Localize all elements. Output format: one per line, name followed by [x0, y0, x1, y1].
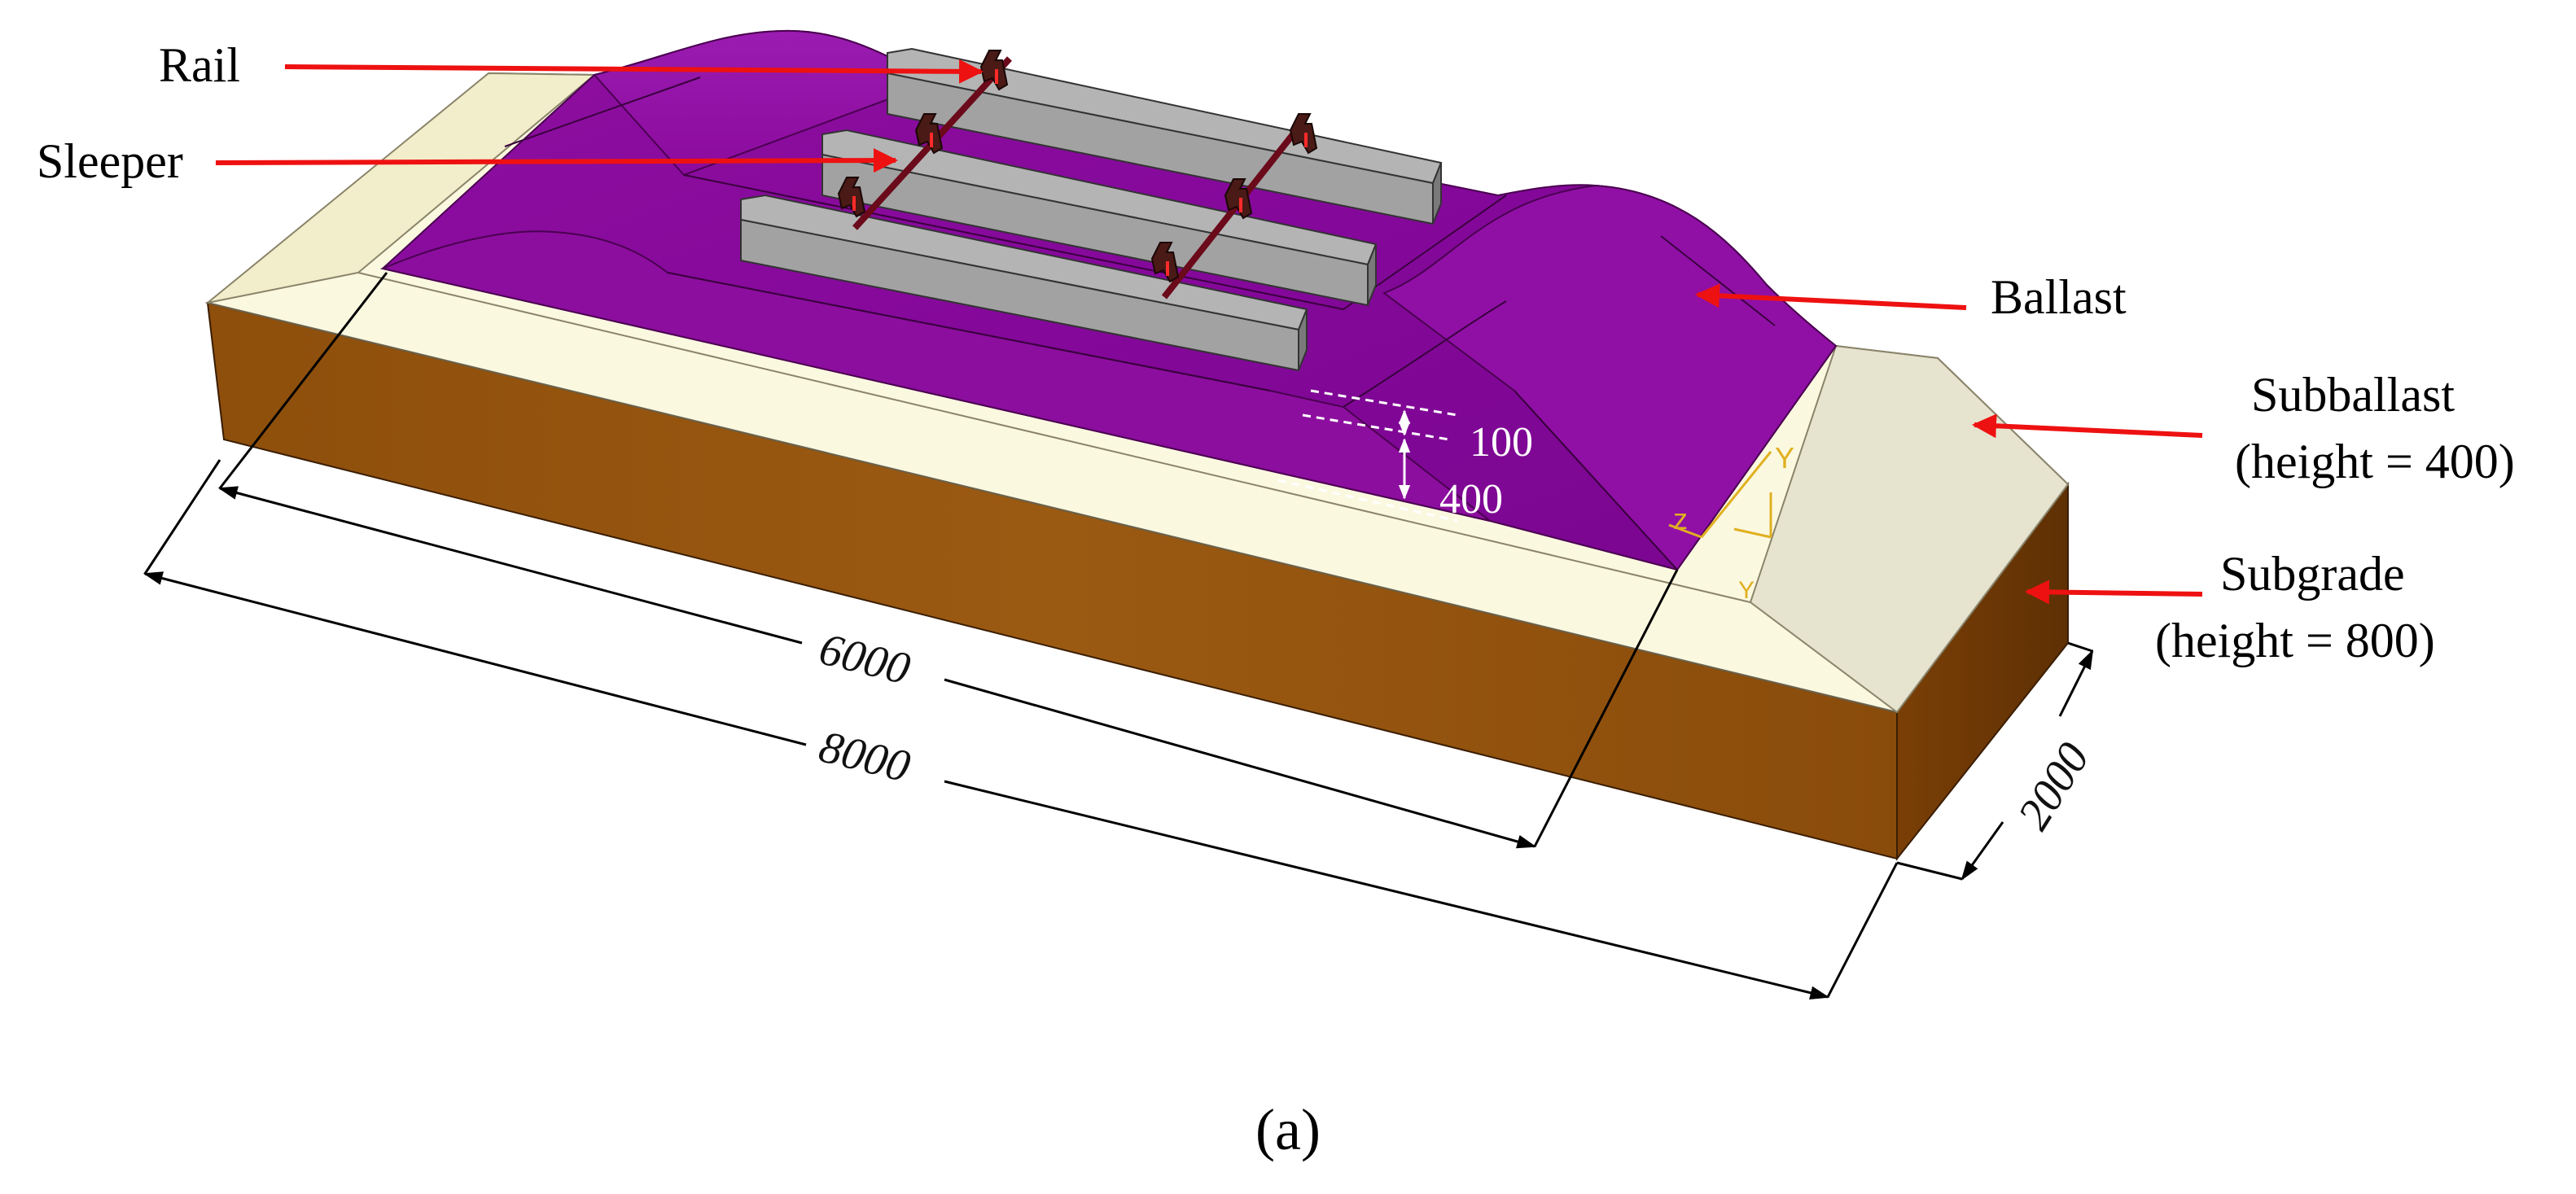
layer-height-dimensions: 100 400	[1277, 389, 1533, 523]
axis-y-label: Y	[1775, 441, 1794, 475]
dim-8000-line-a	[142, 571, 807, 746]
ballast-front-mound	[379, 230, 1491, 522]
ballast-arrow	[1695, 283, 1967, 310]
rail-fastener	[837, 177, 866, 218]
dim-8000-line-b	[944, 780, 1830, 1000]
rail-fastener	[914, 113, 944, 155]
rail-fastener	[1224, 178, 1253, 220]
rail-arrow	[284, 59, 984, 84]
dim-100-label: 100	[1470, 419, 1533, 466]
ballast-right-mound	[1382, 184, 1838, 571]
rail-label: Rail	[159, 38, 240, 92]
axis-z-label: z	[1673, 502, 1688, 536]
figure-caption: (a)	[1255, 1097, 1321, 1162]
dim-6000-line-a	[217, 486, 803, 645]
dim-6000-label: 6000	[814, 623, 915, 694]
sleepers	[740, 47, 1443, 372]
sleeper-1	[885, 47, 1443, 225]
dim-2000-line-b	[2058, 649, 2094, 717]
subgrade-label: Subgrade	[2220, 547, 2405, 601]
sleeper-arrow	[215, 148, 898, 173]
sleeper-label: Sleeper	[37, 134, 183, 188]
subballast-height-label: (height = 400)	[2235, 435, 2515, 488]
dim-2000-label: 2000	[2009, 734, 2100, 838]
rail-fastener	[979, 50, 1009, 91]
coordinate-axes-icon: z Y Y	[1668, 441, 1794, 604]
sleeper-2	[821, 129, 1378, 307]
subballast-arrow	[1972, 413, 2203, 439]
label-arrows	[215, 59, 2203, 605]
subballast-label: Subballast	[2251, 368, 2455, 422]
rail-right	[1161, 120, 1306, 300]
dim-8000-label: 8000	[814, 721, 915, 792]
dim-2000-line-a	[1960, 821, 2004, 881]
subgrade-arrow	[2025, 580, 2203, 605]
subgrade-height-label: (height = 800)	[2155, 614, 2435, 667]
length-dimensions	[142, 272, 2094, 1000]
rail-fastener	[1289, 113, 1318, 155]
dim-6000-line-b	[944, 678, 1537, 849]
ballast-label: Ballast	[1991, 270, 2127, 324]
dim-400-height-label: 400	[1439, 476, 1503, 523]
rails	[837, 50, 1318, 300]
axis-y2-label: Y	[1738, 577, 1755, 604]
rail-fastener	[1150, 242, 1180, 283]
